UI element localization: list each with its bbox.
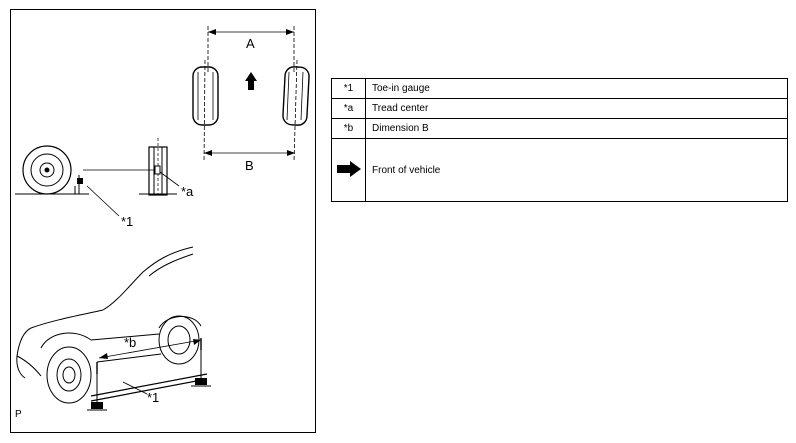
callout-1-bottom: *1 bbox=[147, 390, 159, 405]
legend-row: *b Dimension B bbox=[331, 118, 788, 139]
legend-key: *b bbox=[331, 118, 366, 139]
legend-description: Front of vehicle bbox=[365, 138, 788, 202]
legend-description: Toe-in gauge bbox=[365, 78, 788, 99]
dimension-b-label: B bbox=[245, 158, 254, 173]
callout-a: *a bbox=[181, 184, 194, 199]
legend-table: *1 Toe-in gauge *a Tread center *b Dimen… bbox=[331, 78, 788, 202]
legend-key: *1 bbox=[331, 78, 366, 99]
dimension-a-label: A bbox=[246, 36, 255, 51]
top-view bbox=[192, 26, 310, 163]
right-tire bbox=[282, 59, 310, 163]
figure-frame: A B *1 *a bbox=[10, 9, 316, 433]
left-tire bbox=[192, 59, 219, 163]
legend-row: Front of vehicle bbox=[331, 138, 788, 202]
corner-label: P bbox=[15, 409, 22, 420]
legend-key: *a bbox=[331, 98, 366, 119]
legend-key bbox=[331, 138, 366, 202]
arrow-up-icon bbox=[245, 72, 257, 90]
car-perspective bbox=[16, 246, 211, 411]
toe-in-diagram: A B *1 *a bbox=[15, 26, 310, 411]
legend-description: Dimension B bbox=[365, 118, 788, 139]
side-view bbox=[15, 138, 180, 217]
legend-row: *a Tread center bbox=[331, 98, 788, 119]
legend-row: *1 Toe-in gauge bbox=[331, 78, 788, 99]
arrow-right-icon bbox=[336, 160, 361, 177]
callout-1-top: *1 bbox=[121, 214, 133, 229]
legend-description: Tread center bbox=[365, 98, 788, 119]
callout-b: *b bbox=[124, 335, 136, 350]
